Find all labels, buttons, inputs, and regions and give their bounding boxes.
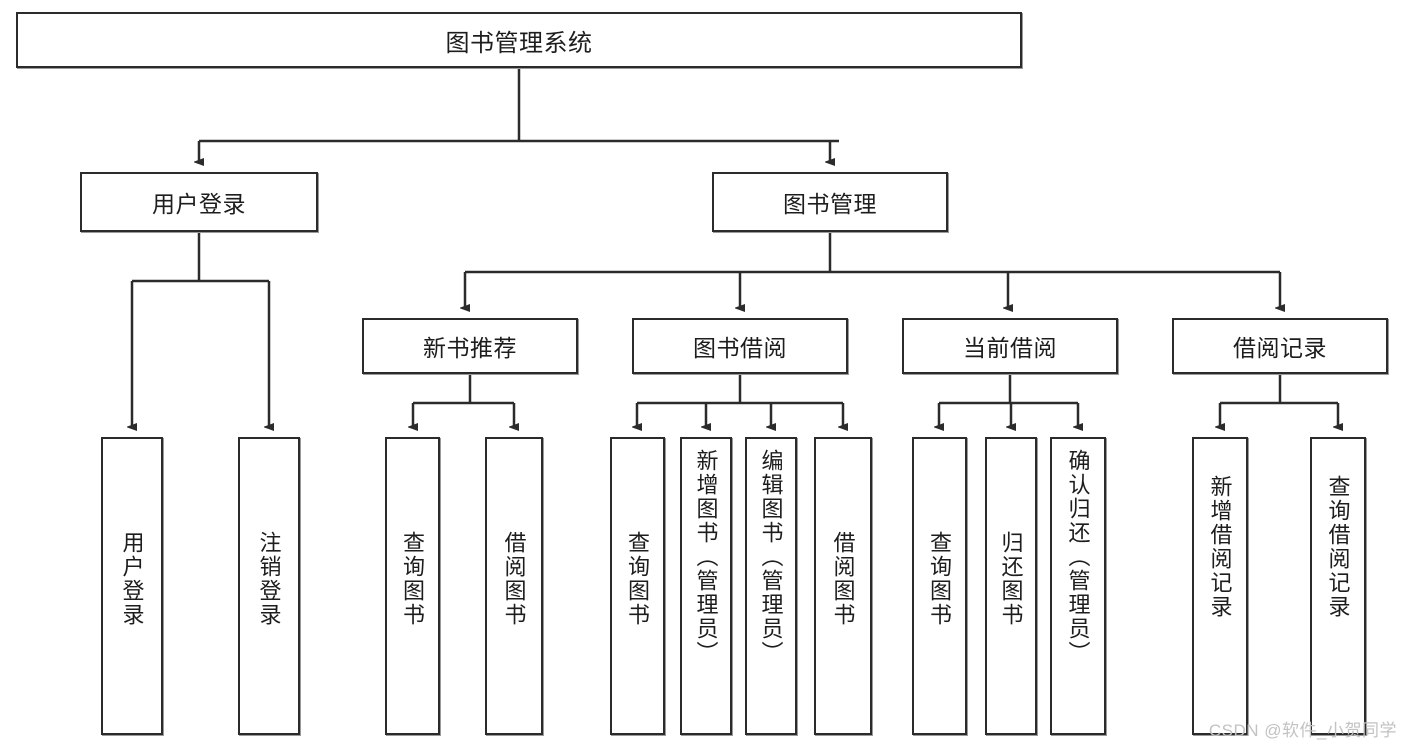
node-user-login-label: 用户登录	[152, 191, 246, 217]
node-leaf-query-book-2-label: 查询图书	[625, 531, 651, 627]
csdn-watermark: CSDN @软件_小贺同学	[1208, 721, 1397, 740]
node-leaf-confirm-return-label: 确认归还（管理员）	[1065, 449, 1091, 665]
node-leaf-add-book[interactable]: 新增图书（管理员）	[680, 437, 732, 735]
node-leaf-edit-book[interactable]: 编辑图书（管理员）	[745, 437, 797, 735]
node-leaf-return-book-label: 归还图书	[998, 531, 1024, 627]
node-root-label: 图书管理系统	[445, 29, 593, 57]
node-leaf-query-book-3[interactable]: 查询图书	[912, 437, 967, 735]
node-leaf-confirm-return[interactable]: 确认归还（管理员）	[1050, 437, 1106, 735]
node-leaf-user-logout[interactable]: 注销登录	[238, 437, 300, 735]
node-leaf-add-record-label: 新增借阅记录	[1207, 475, 1233, 619]
node-current-borrow[interactable]: 当前借阅	[902, 318, 1118, 374]
node-leaf-query-record-label: 查询借阅记录	[1325, 475, 1351, 619]
node-leaf-borrow-book-1-label: 借阅图书	[501, 531, 527, 627]
node-current-borrow-label: 当前借阅	[963, 335, 1057, 361]
node-book-manage-label: 图书管理	[783, 191, 877, 217]
node-new-book-rec[interactable]: 新书推荐	[362, 318, 578, 374]
node-leaf-edit-book-label: 编辑图书（管理员）	[758, 449, 784, 665]
node-leaf-query-book-1-label: 查询图书	[400, 531, 426, 627]
node-borrow-record[interactable]: 借阅记录	[1172, 318, 1388, 374]
node-leaf-user-login[interactable]: 用户登录	[101, 437, 163, 735]
node-book-borrow-label: 图书借阅	[693, 335, 787, 361]
node-root[interactable]: 图书管理系统	[16, 12, 1022, 68]
node-leaf-borrow-book-2-label: 借阅图书	[830, 531, 856, 627]
node-user-login[interactable]: 用户登录	[80, 172, 318, 232]
node-leaf-query-book-2[interactable]: 查询图书	[610, 437, 665, 735]
node-leaf-borrow-book-1[interactable]: 借阅图书	[485, 437, 543, 735]
node-leaf-user-login-label: 用户登录	[119, 531, 145, 627]
node-borrow-record-label: 借阅记录	[1233, 335, 1327, 361]
node-book-manage[interactable]: 图书管理	[712, 172, 948, 232]
node-leaf-query-book-1[interactable]: 查询图书	[385, 437, 440, 735]
node-leaf-query-book-3-label: 查询图书	[927, 531, 953, 627]
node-leaf-user-logout-label: 注销登录	[256, 531, 282, 627]
node-leaf-add-book-label: 新增图书（管理员）	[693, 449, 719, 665]
node-leaf-query-record[interactable]: 查询借阅记录	[1310, 437, 1366, 735]
node-leaf-return-book[interactable]: 归还图书	[985, 437, 1037, 735]
node-leaf-borrow-book-2[interactable]: 借阅图书	[814, 437, 872, 735]
node-leaf-add-record[interactable]: 新增借阅记录	[1192, 437, 1248, 735]
node-new-book-rec-label: 新书推荐	[423, 335, 517, 361]
node-book-borrow[interactable]: 图书借阅	[632, 318, 848, 374]
